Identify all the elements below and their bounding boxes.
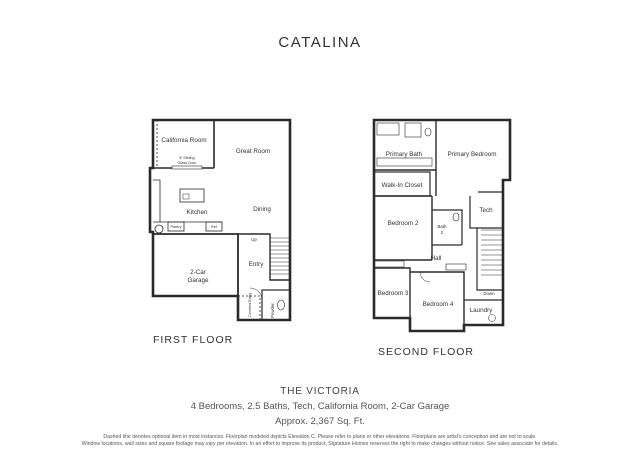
label-covered-entry: Covered Entry bbox=[248, 293, 252, 317]
label-laundry: Laundry bbox=[470, 307, 494, 314]
label-bath2-1: Bath bbox=[437, 224, 447, 229]
kitchen-sink bbox=[182, 193, 190, 200]
bedroom3-wall bbox=[374, 267, 411, 318]
ref-box bbox=[205, 221, 223, 232]
second-floor-label: SECOND FLOOR bbox=[378, 346, 475, 358]
linen-closet bbox=[445, 263, 467, 271]
disclaimer-line-2: Window locations, wall sizes and square … bbox=[81, 441, 559, 447]
primary-shower bbox=[404, 122, 422, 138]
label-pantry: Pantry bbox=[171, 225, 182, 229]
label-great-room: Great Room bbox=[236, 148, 270, 155]
label-down: Down bbox=[483, 291, 495, 296]
second-floor-plan bbox=[372, 118, 512, 333]
bath2-toilet bbox=[452, 212, 460, 222]
label-hall: Hall bbox=[431, 255, 442, 262]
first-floor-plan bbox=[148, 118, 292, 322]
primary-vanity bbox=[376, 157, 433, 167]
first-floor-label: FIRST FLOOR bbox=[153, 334, 234, 346]
label-primary-bedroom: Primary Bedroom bbox=[448, 151, 497, 158]
hall-closet bbox=[373, 260, 405, 268]
label-bedroom3: Bedroom 3 bbox=[378, 290, 409, 297]
powder-toilet bbox=[277, 299, 285, 311]
label-up: Up bbox=[251, 237, 257, 242]
bedroom4-door-swing bbox=[419, 271, 431, 283]
label-tech: Tech bbox=[479, 207, 493, 214]
bedroom4-wall bbox=[410, 271, 465, 325]
bedroom2-wall bbox=[374, 195, 433, 261]
sliding-glass-door bbox=[171, 165, 203, 170]
stair-wall bbox=[238, 233, 290, 281]
model-name: THE VICTORIA bbox=[280, 386, 360, 397]
label-dining: Dining bbox=[253, 206, 271, 213]
label-sliding-door-1: 8' Sliding bbox=[179, 156, 194, 160]
label-sliding-door-2: Glass Door bbox=[178, 161, 198, 165]
pantry-water-heater bbox=[154, 224, 164, 234]
kitchen-island bbox=[179, 188, 205, 203]
label-california-room: California Room bbox=[161, 137, 206, 144]
bath2-wall bbox=[432, 209, 463, 246]
primary-toilet bbox=[424, 127, 432, 137]
garage-wall bbox=[153, 233, 239, 296]
label-primary-bath: Primary Bath bbox=[386, 151, 423, 158]
second-floor-stairs bbox=[481, 229, 503, 276]
label-walk-in-closet: Walk-In Closet bbox=[382, 182, 423, 189]
pantry-box bbox=[167, 221, 185, 232]
model-specs: 4 Bedrooms, 2.5 Baths, Tech, California … bbox=[190, 401, 450, 412]
model-sqft: Approx. 2,367 Sq. Ft. bbox=[275, 416, 365, 427]
powder-room bbox=[261, 289, 291, 321]
label-entry: Entry bbox=[249, 261, 265, 268]
label-bath2-2: 2 bbox=[441, 230, 444, 235]
label-bedroom2: Bedroom 2 bbox=[388, 220, 419, 227]
label-powder: Powder bbox=[270, 303, 275, 318]
label-garage-2: Garage bbox=[187, 277, 209, 284]
first-floor-stairs bbox=[270, 237, 290, 275]
label-bedroom4: Bedroom 4 bbox=[423, 301, 454, 308]
laundry-washer bbox=[488, 314, 496, 322]
tech-wall bbox=[469, 191, 503, 229]
covered-entry bbox=[237, 295, 261, 321]
primary-bath-wall bbox=[374, 120, 437, 196]
second-floor-stair-wall bbox=[476, 228, 503, 291]
disclaimer-line-1: Dashed line denotes optional item in mos… bbox=[103, 434, 537, 440]
first-floor-outer-wall bbox=[148, 118, 292, 322]
page-title: CATALINA bbox=[278, 34, 362, 51]
label-ref: Ref bbox=[211, 225, 218, 229]
label-kitchen: Kitchen bbox=[186, 209, 208, 216]
label-garage-1: 2-Car bbox=[190, 269, 206, 276]
primary-tub bbox=[376, 122, 400, 136]
